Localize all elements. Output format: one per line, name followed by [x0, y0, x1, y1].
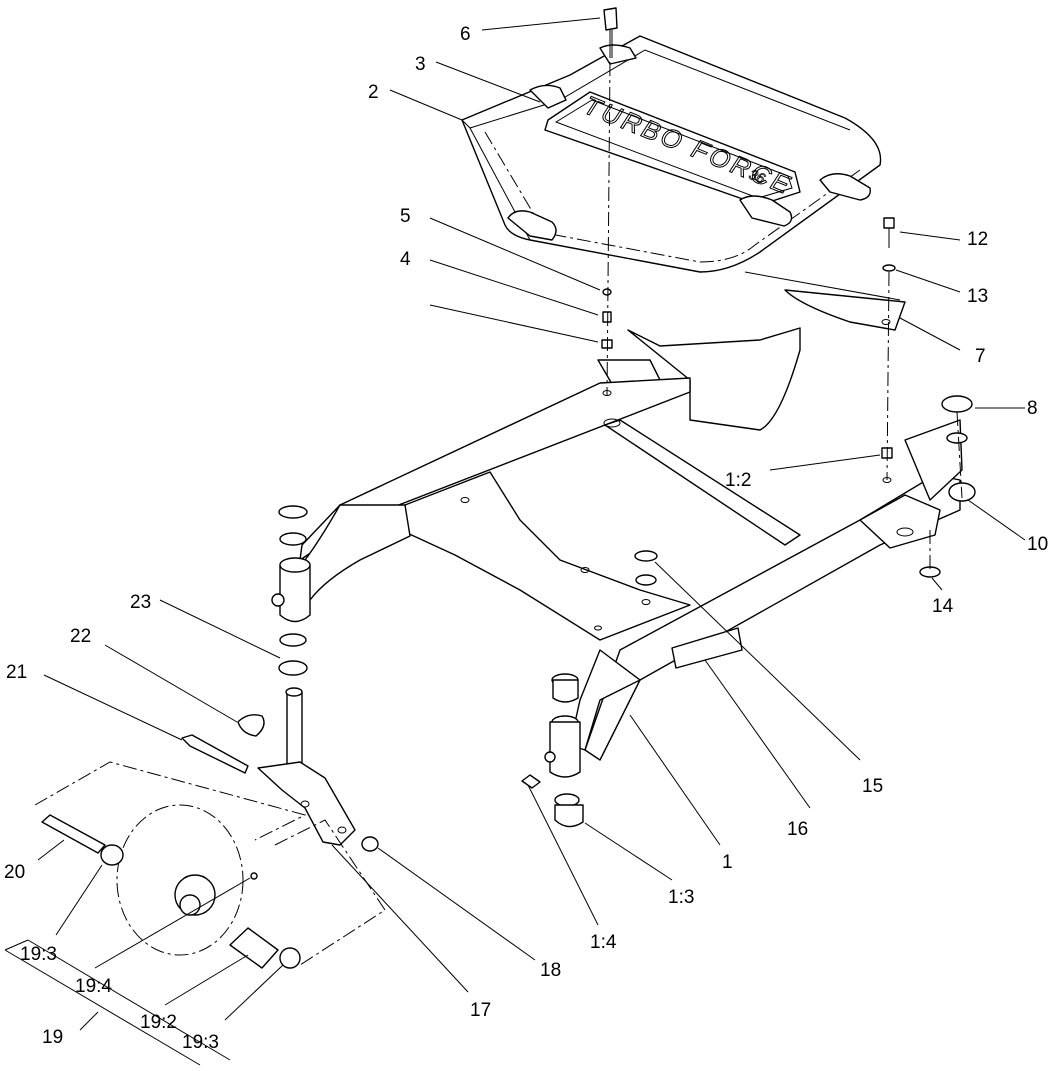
left-caster-assembly	[181, 505, 379, 852]
callout-18: 18	[540, 960, 561, 981]
callout-7: 6	[460, 24, 471, 45]
callout-19-4: 19:4	[75, 976, 112, 997]
knob	[603, 7, 618, 58]
left-wheel-assembly	[34, 761, 386, 969]
callout-10: 8	[1027, 398, 1038, 419]
callout-19: 19	[42, 1027, 63, 1048]
callout-22: 22	[70, 626, 91, 647]
callout-16: 16	[787, 819, 808, 840]
frame-decal	[671, 627, 743, 669]
callout-20: 20	[4, 862, 25, 883]
callout-8: 7	[975, 346, 986, 367]
callout-13: 13	[967, 286, 988, 307]
callout-labels: 6 3 2 5 4 12 13 7 8 10 14 1:2 15 16 1 1:…	[4, 24, 1048, 1053]
callout-1-2: 1:2	[725, 470, 751, 491]
fasteners	[601, 217, 976, 605]
callout-6: 5	[400, 206, 411, 227]
callout-2: 2	[368, 82, 379, 103]
callout-23: 23	[130, 592, 151, 613]
right-caster-assembly	[521, 673, 584, 828]
callout-15: 15	[862, 776, 883, 797]
callout-14: 14	[932, 596, 954, 617]
callout-19-2: 19:2	[140, 1012, 177, 1033]
support-bracket	[744, 271, 906, 331]
callout-1-3: 1:3	[668, 887, 694, 908]
frame	[299, 327, 963, 761]
callout-17: 17	[470, 1000, 491, 1021]
callout-1: 1	[722, 852, 733, 873]
platform: TURBO FORCE 36	[461, 35, 882, 273]
axis-lines	[606, 61, 963, 570]
callout-19-3b: 19:3	[182, 1032, 219, 1053]
leader-lines	[4, 17, 1026, 1066]
logo-subtext: 36	[747, 166, 768, 187]
callout-1-4: 1:4	[590, 932, 617, 953]
callout-3: 3	[415, 54, 426, 75]
callout-12: 12	[967, 229, 988, 250]
callout-19-3a: 19:3	[20, 944, 57, 965]
callout-5: 4	[400, 249, 411, 270]
callout-21: 21	[6, 662, 27, 683]
callout-11: 10	[1027, 534, 1048, 555]
